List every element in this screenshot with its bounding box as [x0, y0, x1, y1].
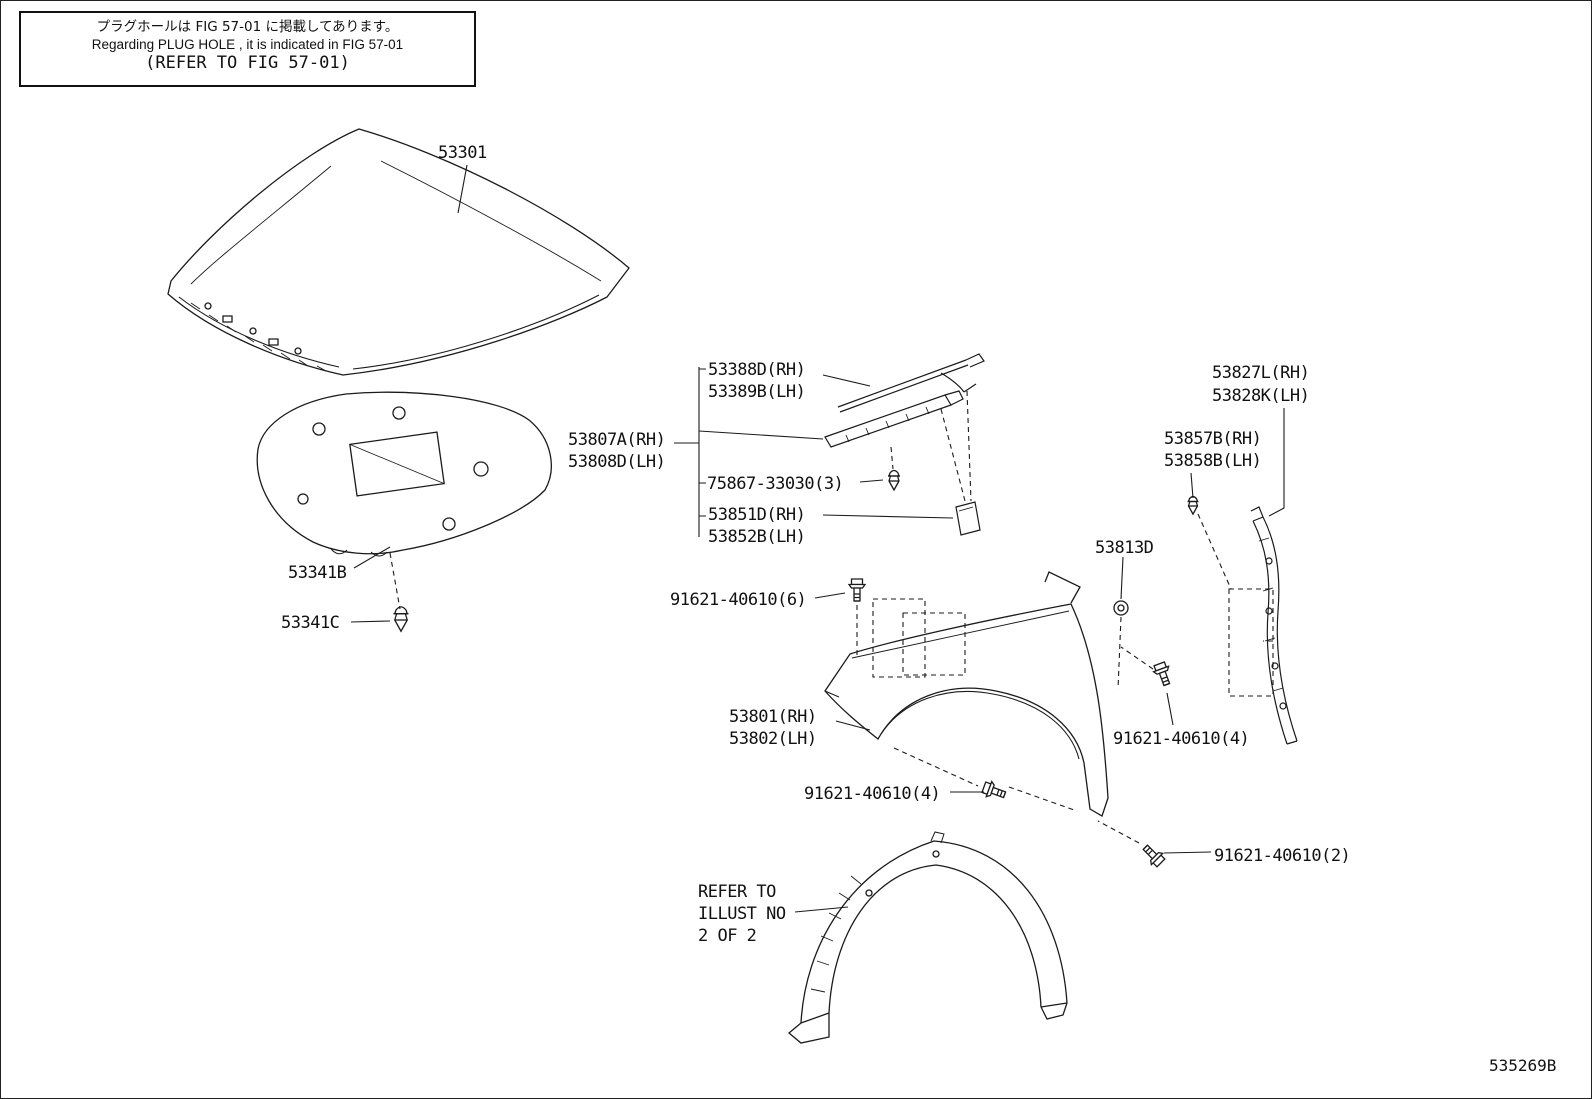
part-label-insulator: 53341B	[288, 563, 347, 583]
hood-panel-drawing	[168, 129, 629, 375]
hood-insulator-drawing	[257, 392, 551, 556]
part-label-fender-lh: 53802(LH)	[729, 729, 817, 749]
plug-hole-note-box: プラグホールは FIG 57-01 に掲載してあります。 Regarding P…	[19, 11, 476, 87]
note-refer-text: (REFER TO FIG 57-01)	[145, 53, 350, 73]
cowl-seal-drawing	[838, 354, 984, 412]
grommet-drawing	[1114, 601, 1128, 615]
diagram-number: 535269B	[1489, 1056, 1557, 1075]
dashed-lines	[390, 391, 1273, 843]
fender-brace-drawing	[1251, 507, 1297, 744]
part-label-retainer-lh: 53858B(LH)	[1164, 451, 1262, 471]
fender-retainer-clip-drawing	[1187, 495, 1199, 515]
part-label-pad-lh: 53852B(LH)	[708, 527, 806, 547]
bolt-icon	[980, 779, 1008, 803]
refer-illust-line1: REFER TO	[698, 882, 776, 902]
part-label-grommet: 53813D	[1095, 538, 1154, 558]
part-label-bolt4-lower: 91621-40610(4)	[804, 784, 941, 804]
fender-liner-drawing	[789, 832, 1067, 1043]
part-label-hood: 53301	[438, 143, 487, 163]
part-label-insulator-clip: 53341C	[281, 613, 340, 633]
bolt-icon	[848, 578, 866, 602]
bolt-icon	[1139, 841, 1168, 870]
hood-louver-drawing	[825, 391, 963, 447]
hood-insulator-clip-drawing	[392, 606, 410, 633]
part-label-brace-lh: 53828K(LH)	[1212, 386, 1310, 406]
refer-illust-line2: ILLUST NO	[698, 904, 786, 924]
part-label-clip-75867: 75867-33030(3)	[707, 474, 844, 494]
refer-illust-line3: 2 OF 2	[698, 926, 757, 946]
cowl-clip-drawing	[887, 469, 901, 491]
note-japanese-text: プラグホールは FIG 57-01 に掲載してあります。	[96, 19, 399, 35]
part-label-pad-rh: 53851D(RH)	[708, 505, 806, 525]
cowl-pad-drawing	[956, 502, 980, 535]
part-label-brace-rh: 53827L(RH)	[1212, 363, 1310, 383]
part-label-seal-rh: 53388D(RH)	[708, 360, 806, 380]
note-english-text: Regarding PLUG HOLE , it is indicated in…	[91, 37, 404, 52]
part-label-louver-lh: 53808D(LH)	[568, 452, 666, 472]
part-label-louver-rh: 53807A(RH)	[568, 430, 666, 450]
leader-lines	[351, 165, 1284, 912]
bolt-icon	[1151, 660, 1175, 688]
part-label-seal-lh: 53389B(LH)	[708, 382, 806, 402]
fender-drawing	[825, 572, 1108, 816]
part-label-bolt6: 91621-40610(6)	[670, 590, 807, 610]
part-label-fender-rh: 53801(RH)	[729, 707, 817, 727]
part-label-retainer-rh: 53857B(RH)	[1164, 429, 1262, 449]
part-label-bolt4-right: 91621-40610(4)	[1113, 729, 1250, 749]
part-label-bolt2: 91621-40610(2)	[1214, 846, 1351, 866]
